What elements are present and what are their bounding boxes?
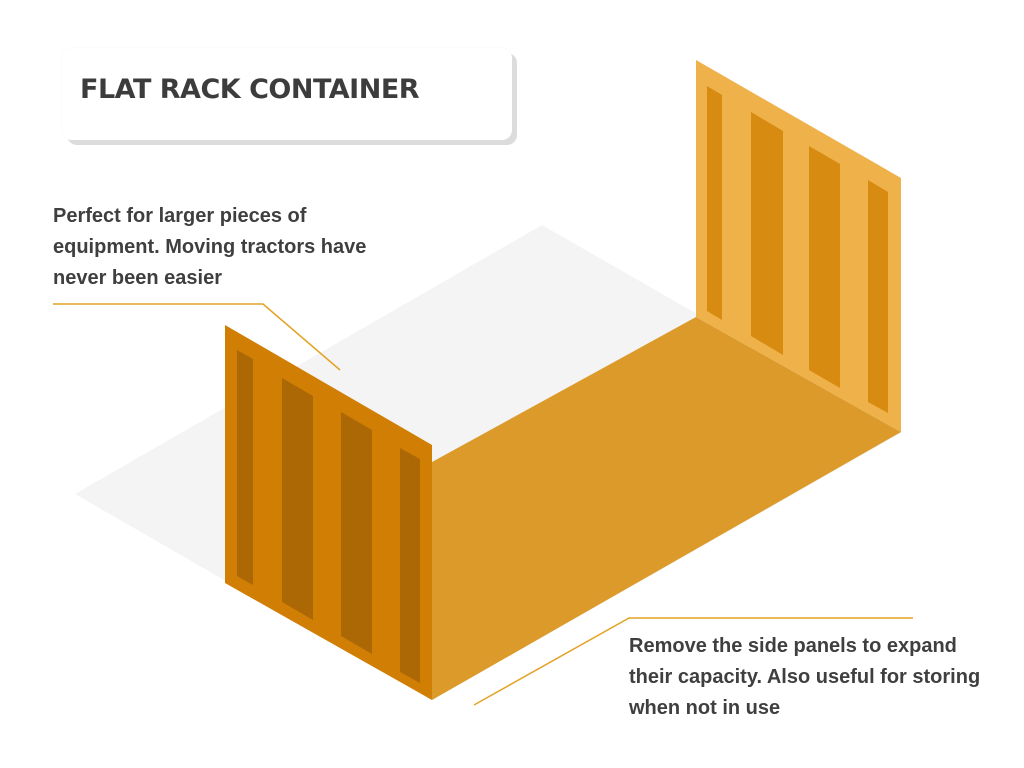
front-wall-slot [341,412,372,654]
front-wall-slot [282,378,313,620]
back-wall-slot [707,86,722,320]
front-wall-slot [237,350,253,585]
page-title: FLAT RACK CONTAINER [80,74,420,105]
callout-text-right: Remove the side panels to expand their c… [629,635,981,719]
front-wall-slot [400,448,420,683]
callout-leader-line-right [473,617,913,706]
back-end-wall [696,60,901,432]
back-wall-slot [809,146,840,388]
title-card: FLAT RACK CONTAINER [62,48,512,140]
back-wall-slot [751,112,783,355]
callout-text-left: Perfect for larger pieces of equipment. … [53,205,367,289]
front-end-wall [225,325,432,700]
callout-leader-line-left [53,303,341,371]
back-wall-slots [707,86,888,413]
back-wall-slot [868,180,888,413]
container-floor [432,317,901,700]
front-wall-slots [237,350,420,683]
